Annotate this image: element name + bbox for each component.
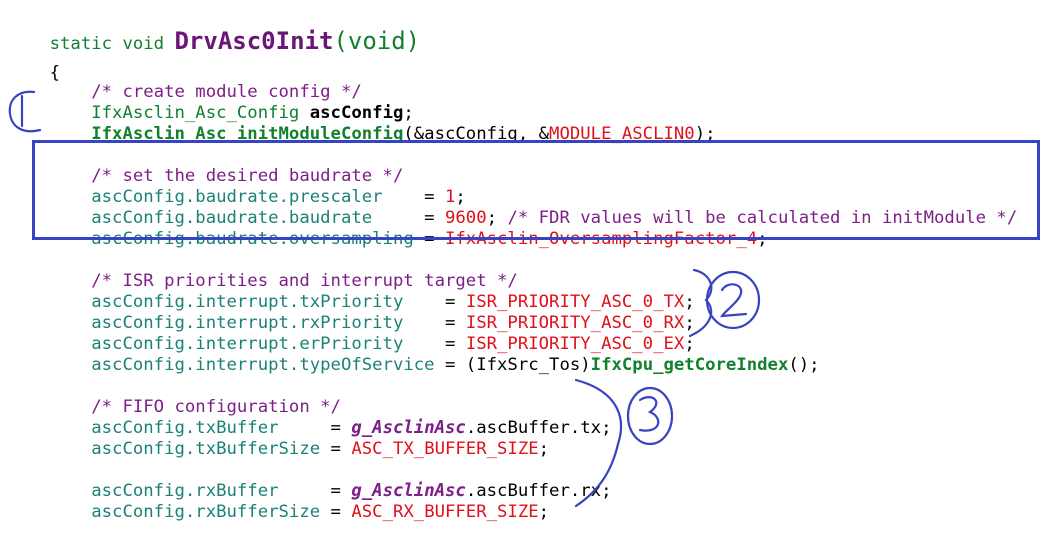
- comment-isr: /* ISR priorities and interrupt target *…: [8, 250, 518, 291]
- member-access: ascConfig.txBufferSize: [49, 439, 321, 459]
- assign: =: [320, 439, 352, 459]
- comment-fifo: /* FIFO configuration */: [8, 376, 341, 417]
- brace-text: {: [49, 63, 61, 83]
- er-priority-line: ascConfig.interrupt.erPriority = ISR_PRI…: [8, 313, 694, 354]
- semicolon: ;: [684, 292, 695, 312]
- comment-text: /* ISR priorities and interrupt target *…: [49, 271, 518, 291]
- rx-buffer-size-line: ascConfig.rxBufferSize = ASC_RX_BUFFER_S…: [8, 481, 549, 522]
- value: ISR_PRIORITY_ASC_0_EX: [465, 334, 685, 354]
- open-brace: {: [8, 42, 60, 83]
- keyword-static-void: static void: [49, 34, 175, 54]
- semicolon: ;: [538, 502, 550, 522]
- function-call: IfxCpu_getCoreIndex: [590, 355, 789, 375]
- rx-buffer-line: ascConfig.rxBuffer = g_AsclinAsc.ascBuff…: [8, 460, 611, 501]
- comment-baudrate: /* set the desired baudrate */: [8, 145, 403, 186]
- baudrate-line: ascConfig.baudrate.baudrate = 9600; /* F…: [8, 187, 1017, 228]
- variable-name: ascConfig: [309, 103, 404, 123]
- member-access: ascConfig.baudrate.prescaler: [49, 187, 383, 207]
- assign: =: [382, 187, 445, 207]
- call-end: ();: [788, 355, 820, 375]
- member-access: ascConfig.interrupt.typeOfService: [49, 355, 435, 375]
- comment-text: /* create module config */: [49, 82, 362, 102]
- member-rest: .ascBuffer.rx;: [465, 481, 612, 501]
- member-access: ascConfig.txBuffer: [49, 418, 279, 438]
- semicolon: ;: [538, 439, 550, 459]
- assign: =: [372, 208, 445, 228]
- member-access: ascConfig.interrupt.erPriority: [49, 334, 404, 354]
- global-variable: g_AsclinAsc: [351, 481, 466, 501]
- semicolon: ;: [684, 313, 695, 333]
- semicolon: ;: [455, 187, 466, 207]
- baudrate-highlight-box: [32, 140, 1040, 240]
- tx-priority-line: ascConfig.interrupt.txPriority = ISR_PRI…: [8, 271, 694, 312]
- value: 1: [445, 187, 456, 207]
- annotation-two: [688, 268, 761, 338]
- function-params: (void): [333, 27, 421, 55]
- hand-annotations: [8, 90, 761, 508]
- prescaler-line: ascConfig.baudrate.prescaler = 1;: [8, 166, 466, 207]
- member-access: ascConfig.interrupt.txPriority: [49, 292, 404, 312]
- assign-cast: = (IfxSrc_Tos): [434, 355, 591, 375]
- assign: =: [278, 418, 352, 438]
- function-call: IfxAsclin_Asc_initModuleConfig: [49, 124, 404, 144]
- annotation-three: [574, 378, 674, 508]
- config-declaration-line: IfxAsclin_Asc_Config ascConfig;: [8, 82, 414, 123]
- comment-text: /* FIFO configuration */: [49, 397, 341, 417]
- comment-create-config: /* create module config */: [8, 61, 362, 102]
- module-macro: MODULE_ASCLIN0: [549, 124, 695, 144]
- assign: =: [278, 481, 352, 501]
- assign: =: [320, 502, 352, 522]
- type-name: IfxAsclin_Asc_Config: [49, 103, 310, 123]
- type-of-service-line: ascConfig.interrupt.typeOfService = (Ifx…: [8, 334, 819, 375]
- call-args: (&ascConfig, &: [403, 124, 550, 144]
- assign: =: [403, 292, 466, 312]
- semicolon: ;: [684, 334, 695, 354]
- function-name: DrvAsc0Init: [174, 27, 334, 55]
- semicolon: ;: [403, 103, 414, 123]
- annotation-one: [8, 90, 42, 133]
- member-access: ascConfig.rxBufferSize: [49, 502, 321, 522]
- global-variable: g_AsclinAsc: [351, 418, 466, 438]
- tx-buffer-size-line: ascConfig.txBufferSize = ASC_TX_BUFFER_S…: [8, 418, 549, 459]
- assign: =: [403, 313, 466, 333]
- rx-priority-line: ascConfig.interrupt.rxPriority = ISR_PRI…: [8, 292, 694, 333]
- call-end: );: [694, 124, 716, 144]
- comment-text: /* set the desired baudrate */: [49, 166, 404, 186]
- value: ASC_RX_BUFFER_SIZE: [351, 502, 539, 522]
- assign: =: [403, 334, 466, 354]
- member-access: ascConfig.rxBuffer: [49, 481, 279, 501]
- value: ISR_PRIORITY_ASC_0_TX: [465, 292, 685, 312]
- inline-comment: /* FDR values will be calculated in init…: [507, 208, 1018, 228]
- value: ASC_TX_BUFFER_SIZE: [351, 439, 539, 459]
- member-rest: .ascBuffer.tx;: [465, 418, 612, 438]
- value: ISR_PRIORITY_ASC_0_RX: [465, 313, 685, 333]
- member-access: ascConfig.interrupt.rxPriority: [49, 313, 404, 333]
- member-access: ascConfig.baudrate.baudrate: [49, 208, 373, 228]
- value: 9600: [445, 208, 487, 228]
- semicolon: ;: [486, 208, 508, 228]
- function-signature-line: static void DrvAsc0Init(void): [8, 10, 421, 54]
- init-module-config-line: IfxAsclin_Asc_initModuleConfig(&ascConfi…: [8, 103, 715, 144]
- tx-buffer-line: ascConfig.txBuffer = g_AsclinAsc.ascBuff…: [8, 397, 611, 438]
